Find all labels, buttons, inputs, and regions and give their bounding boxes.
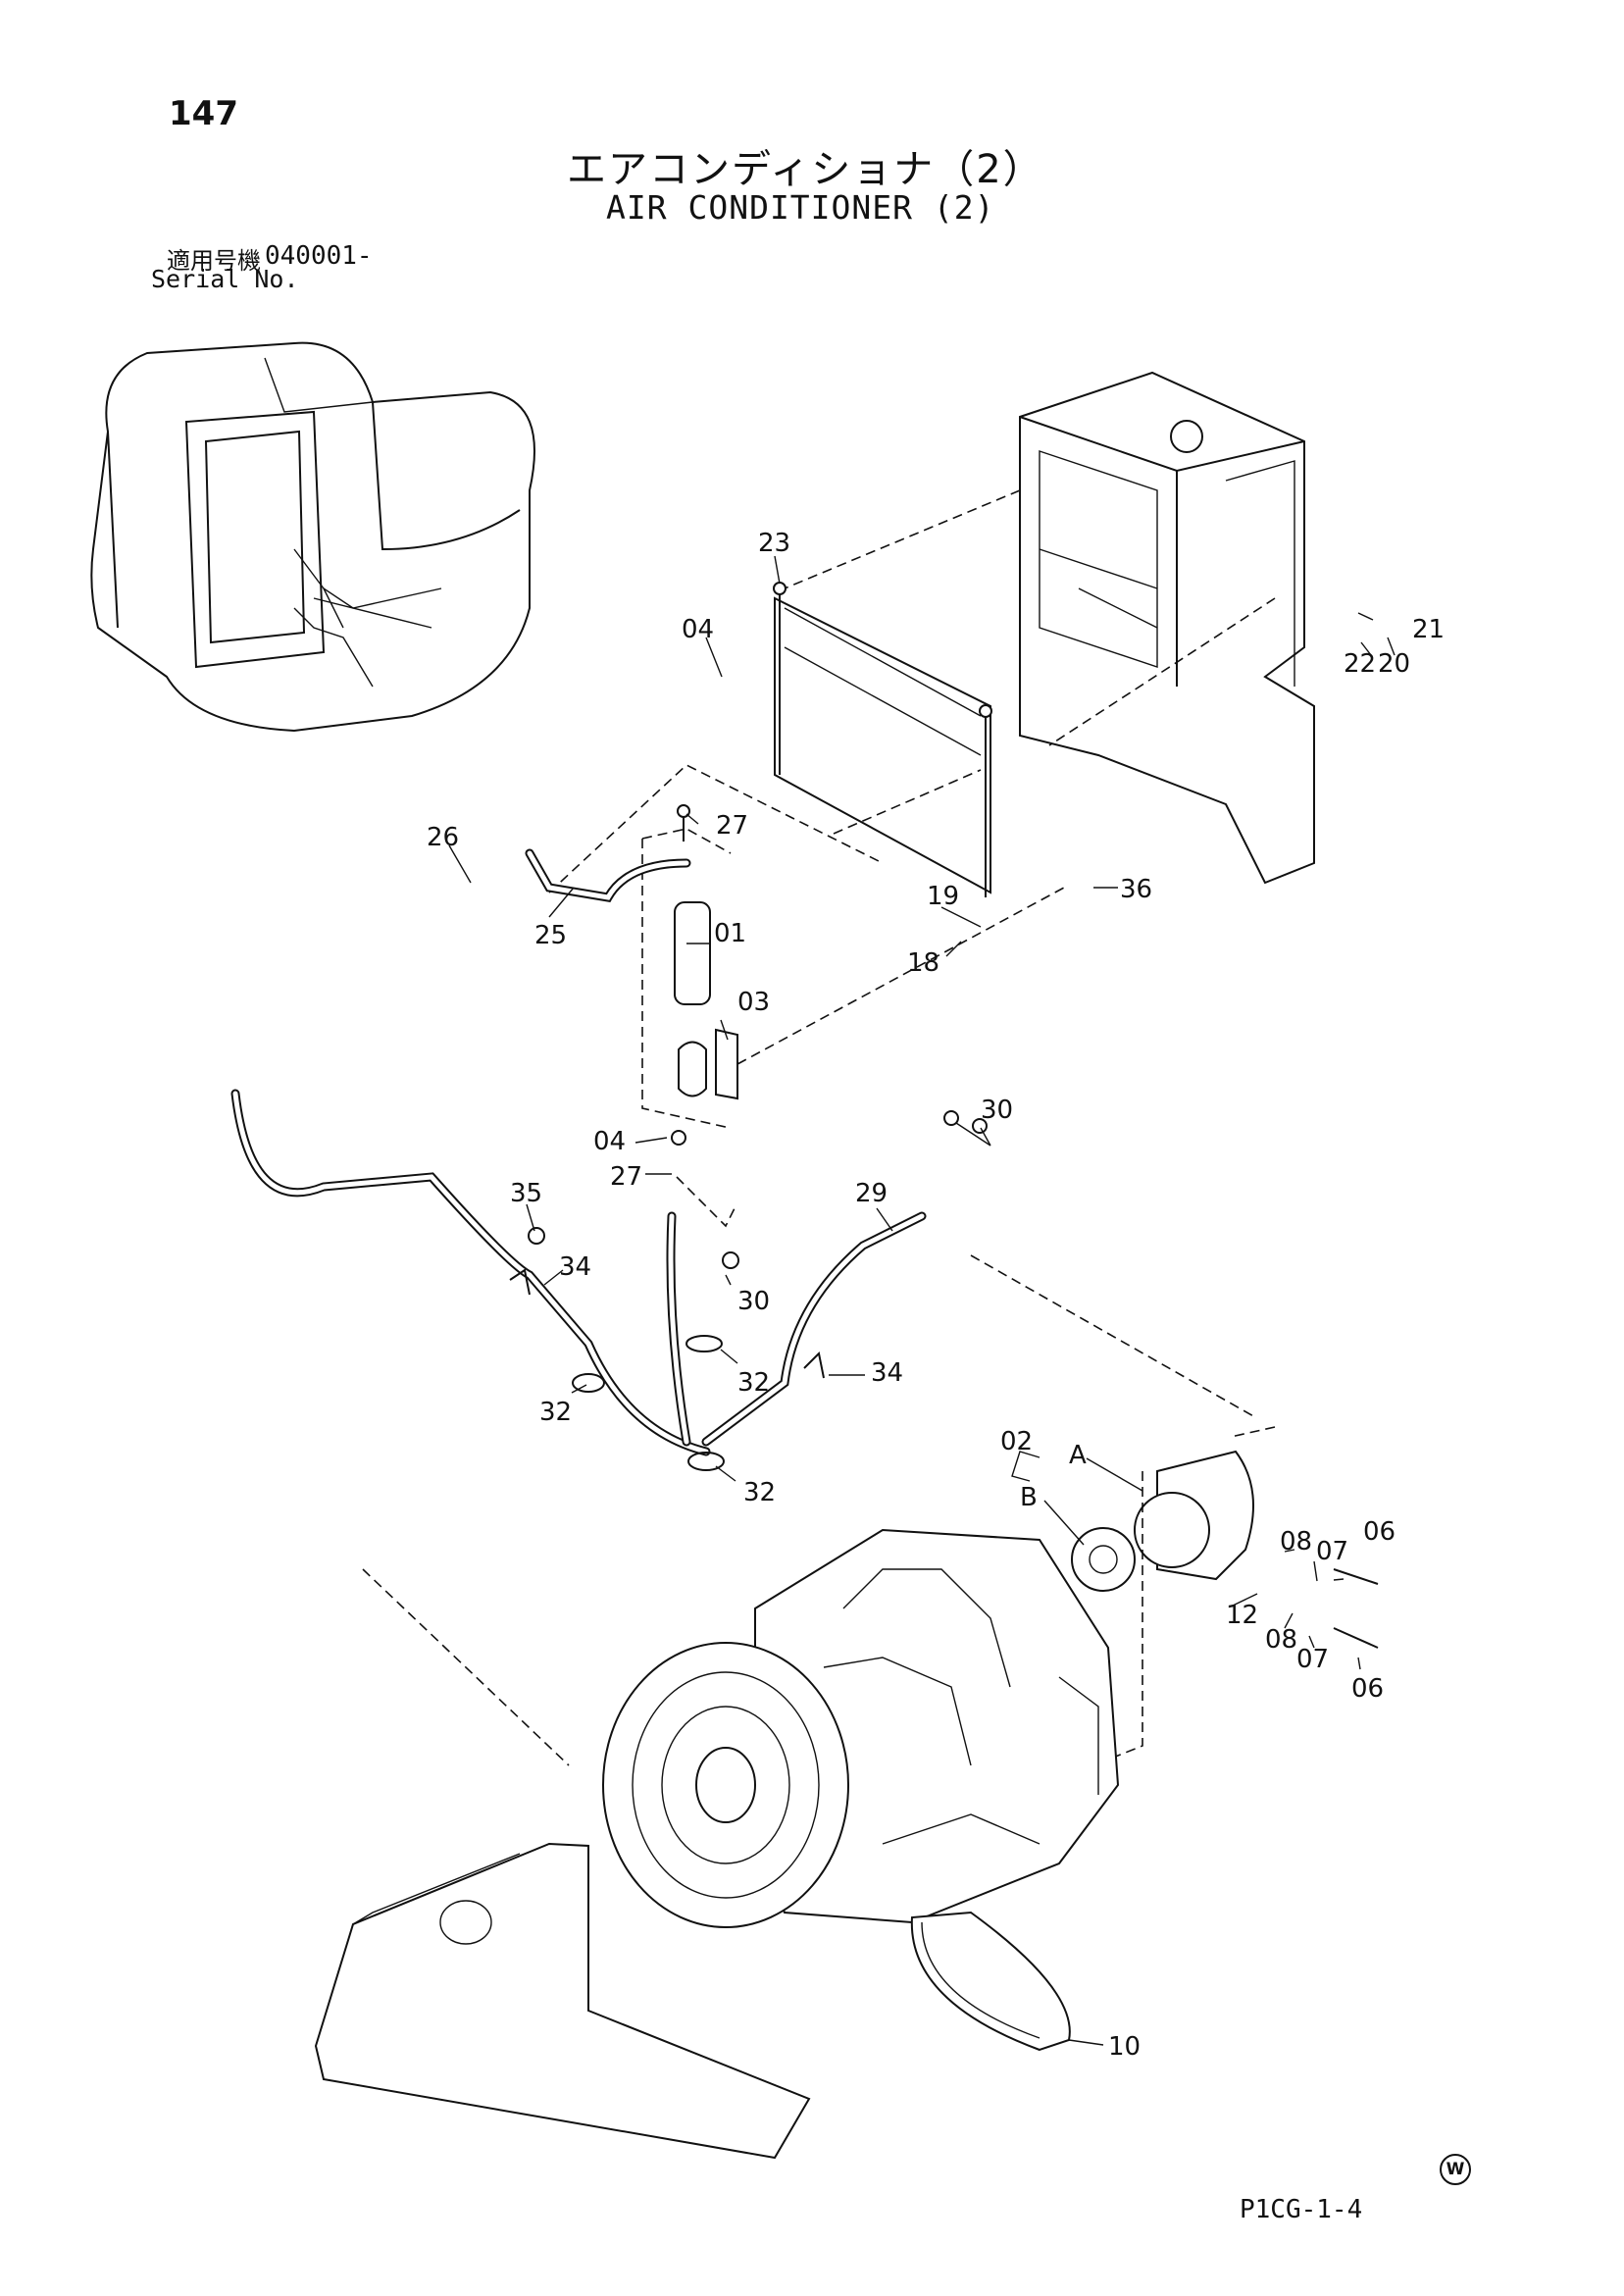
serial-label-japanese: 適用号機 bbox=[167, 247, 261, 275]
callout: 32 bbox=[737, 1368, 770, 1398]
refrigerant-hoses bbox=[230, 848, 927, 1456]
callout: 22 bbox=[1344, 649, 1376, 679]
callout: 19 bbox=[927, 882, 959, 911]
callout: 27 bbox=[716, 811, 748, 841]
callout: A bbox=[1069, 1441, 1087, 1470]
callout: 25 bbox=[534, 921, 567, 950]
callout: 27 bbox=[610, 1162, 642, 1192]
callout: 30 bbox=[737, 1287, 770, 1316]
callout: 21 bbox=[1412, 615, 1445, 644]
callout: 06 bbox=[1363, 1517, 1396, 1547]
callout: 08 bbox=[1265, 1625, 1297, 1655]
callout: 07 bbox=[1296, 1645, 1329, 1674]
callout: 18 bbox=[907, 948, 939, 978]
serial-number: 040001- bbox=[265, 241, 373, 271]
w-circle-icon: W bbox=[1440, 2154, 1471, 2185]
callout: 30 bbox=[981, 1096, 1013, 1125]
callout: 32 bbox=[743, 1478, 776, 1507]
condenser bbox=[773, 582, 992, 897]
callout: 07 bbox=[1316, 1537, 1348, 1566]
callout-labels: 23 04 22 20 21 27 26 25 01 19 36 18 03 0… bbox=[427, 529, 1445, 2062]
v-belt bbox=[910, 1911, 1071, 2052]
radiator-assembly bbox=[1019, 371, 1315, 885]
callout: B bbox=[1020, 1483, 1038, 1512]
callout: 12 bbox=[1226, 1601, 1258, 1630]
callout: 04 bbox=[593, 1127, 626, 1156]
callout: 34 bbox=[871, 1358, 903, 1388]
compressor bbox=[1071, 1450, 1379, 1649]
engine-undercover bbox=[314, 1842, 811, 2160]
callout: 34 bbox=[559, 1252, 591, 1282]
page-number: 147 bbox=[169, 94, 238, 133]
serial-label-english: Serial No. bbox=[151, 265, 299, 293]
callout: 20 bbox=[1378, 649, 1410, 679]
machine-overview-illustration bbox=[90, 341, 535, 733]
callout: 08 bbox=[1280, 1527, 1312, 1556]
callout: 10 bbox=[1108, 2032, 1141, 2062]
leader-lines bbox=[448, 555, 1396, 2046]
callout: 02 bbox=[1000, 1427, 1033, 1456]
callout: 23 bbox=[758, 529, 790, 558]
callout: 01 bbox=[714, 919, 746, 948]
callout: 29 bbox=[855, 1179, 888, 1208]
callout: 36 bbox=[1120, 875, 1152, 904]
title-english: AIR CONDITIONER (2) bbox=[606, 188, 995, 227]
receiver-drier bbox=[674, 804, 738, 1100]
title-japanese: エアコンディショナ（2） bbox=[567, 147, 1044, 192]
callout: 32 bbox=[539, 1398, 572, 1427]
callout: 04 bbox=[682, 615, 714, 644]
callout: 06 bbox=[1351, 1674, 1384, 1704]
figure-code: P1CG-1-4 bbox=[1240, 2195, 1363, 2224]
callout: 35 bbox=[510, 1179, 542, 1208]
engine-assembly bbox=[602, 1528, 1120, 1928]
callout: 26 bbox=[427, 823, 459, 852]
callout: 03 bbox=[737, 988, 770, 1017]
